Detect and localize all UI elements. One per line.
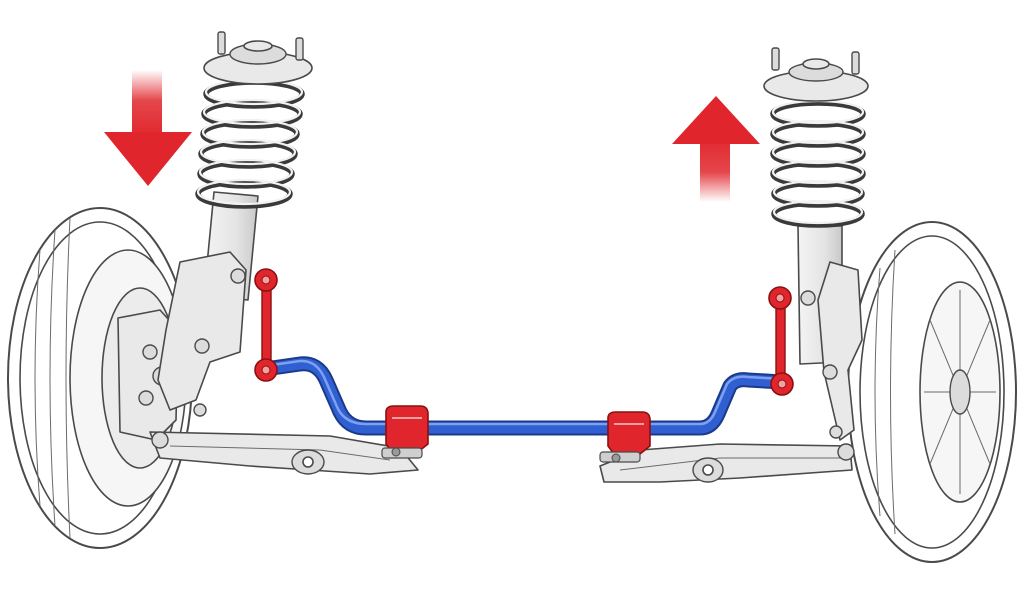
right-steering-knuckle	[817, 261, 863, 441]
right-knuckle-bolt	[822, 364, 838, 380]
left-bushing-clamp	[381, 405, 429, 459]
left-knuckle-bolt	[193, 403, 207, 417]
right-top-nut	[802, 58, 830, 70]
left-brake-caliper	[117, 309, 179, 441]
right-hub-center	[949, 369, 971, 415]
left-hub-bolt	[138, 390, 154, 406]
right-coil-spring	[770, 99, 866, 228]
sway-bar	[264, 356, 790, 436]
right-mount-stud	[851, 51, 860, 75]
left-top-nut	[243, 40, 273, 52]
left-hub-bolt	[142, 344, 158, 360]
left-coil-spring	[195, 78, 305, 209]
left-mount-stud	[295, 37, 304, 61]
left-end-link	[254, 268, 278, 382]
right-bushing-clamp	[599, 411, 651, 463]
right-ball-joint	[837, 443, 855, 461]
left-lower-control-arm	[149, 431, 419, 475]
right-end-link	[768, 286, 794, 396]
right-tire-tread-line	[859, 235, 1005, 549]
right-control-arm	[599, 443, 855, 483]
left-strut-assembly	[157, 31, 313, 417]
right-wheel	[847, 221, 1017, 563]
left-tire-tread-grooves	[34, 217, 71, 539]
left-steering-knuckle	[157, 251, 247, 411]
up-arrow-icon	[672, 96, 760, 202]
left-control-arm	[149, 431, 419, 475]
left-mount-stud	[217, 31, 226, 55]
right-mount-stud	[771, 47, 780, 71]
right-lower-control-arm	[599, 443, 853, 483]
right-strut-assembly	[763, 47, 869, 441]
left-knuckle-bolt	[230, 268, 246, 284]
left-knuckle-bolt	[194, 338, 210, 354]
right-knuckle-bolt	[800, 290, 816, 306]
right-tire-tread-grooves	[874, 249, 896, 535]
right-knuckle-bolt	[829, 425, 843, 439]
down-arrow-icon	[104, 70, 192, 186]
left-ball-joint	[151, 431, 169, 449]
